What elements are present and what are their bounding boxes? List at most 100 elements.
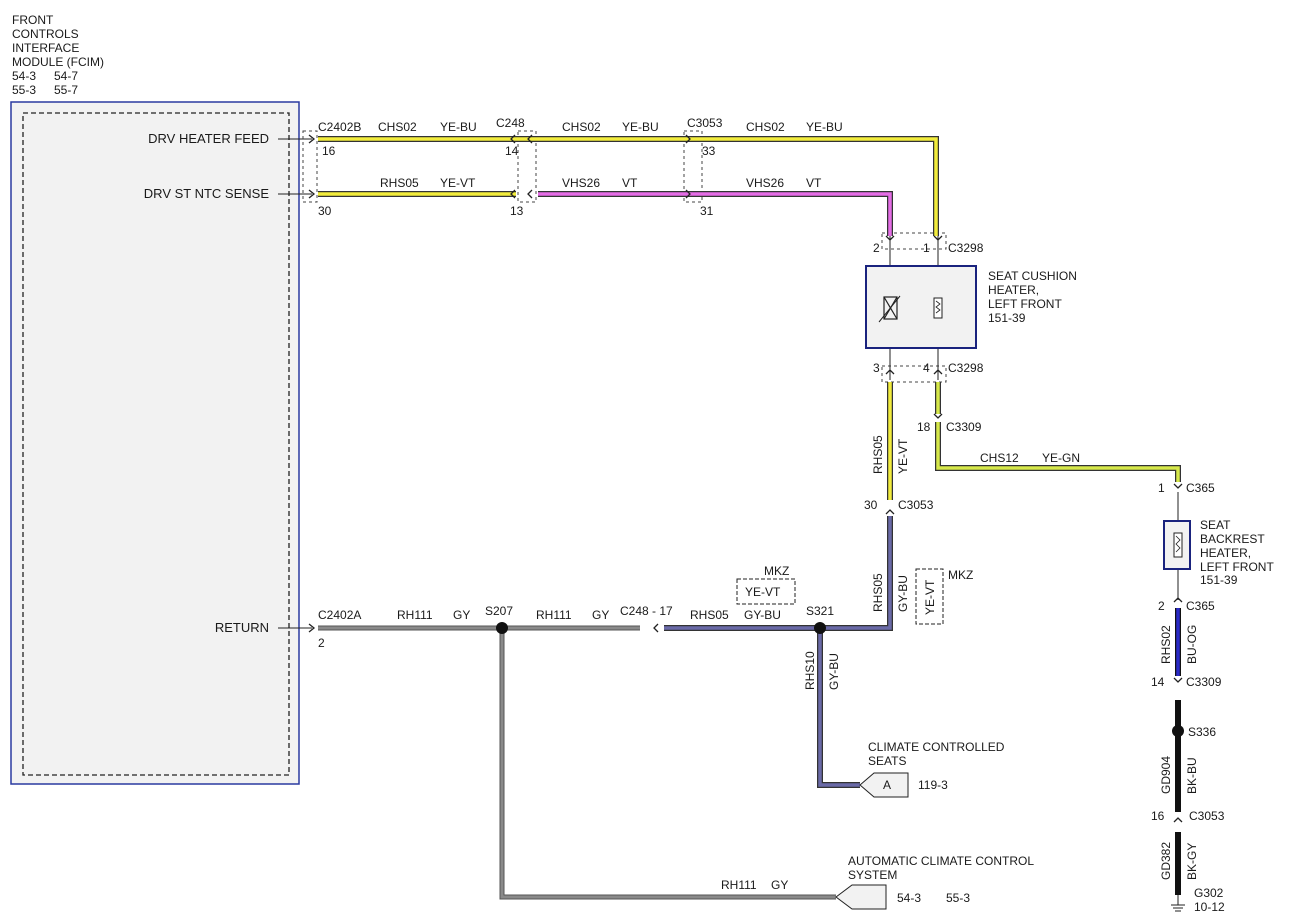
label-backrest-3: HEATER, <box>1200 546 1251 560</box>
fcim-module: FRONT CONTROLS INTERFACE MODULE (FCIM) 5… <box>10 13 300 785</box>
label-yevt-box-a: YE-VT <box>745 585 781 599</box>
label-chs02-c: CHS02 <box>746 120 785 134</box>
mkz-option-boxes <box>736 568 944 625</box>
label-chs12: CHS12 <box>980 451 1019 465</box>
wires <box>318 136 1181 905</box>
label-yebu-a: YE-BU <box>440 120 477 134</box>
label-bkbu: BK-BU <box>1185 757 1199 794</box>
label-rhs05-h: RHS05 <box>690 608 729 622</box>
label-pin18: 18 <box>917 420 931 434</box>
label-pin30: 30 <box>318 204 332 218</box>
label-yebu-c: YE-BU <box>806 120 843 134</box>
seat-backrest-heater <box>1163 520 1191 570</box>
label-rhs05-v2: RHS05 <box>871 573 885 612</box>
label-chs02-b: CHS02 <box>562 120 601 134</box>
module-title-2: CONTROLS <box>12 27 79 41</box>
label-climate-seats-1: CLIMATE CONTROLLED <box>868 740 1005 754</box>
label-yebu-b: YE-BU <box>622 120 659 134</box>
label-acc-1: AUTOMATIC CLIMATE CONTROL <box>848 854 1034 868</box>
label-buog: BU-OG <box>1185 625 1199 664</box>
label-pin2-ret: 2 <box>318 636 325 650</box>
label-g302: G302 <box>1194 886 1224 900</box>
label-gy-b: GY <box>592 608 609 622</box>
label-backrest-2: BACKREST <box>1200 532 1265 546</box>
label-vt-b: VT <box>806 176 822 190</box>
label-rh111-a: RH111 <box>397 608 433 622</box>
label-pin14-c3309: 14 <box>1151 675 1165 689</box>
label-c3298-b: C3298 <box>948 361 984 375</box>
module-ref-55-3: 55-3 <box>12 83 36 97</box>
label-yegn: YE-GN <box>1042 451 1080 465</box>
label-rh111-b: RH111 <box>536 608 572 622</box>
label-backrest-4: LEFT FRONT <box>1200 560 1274 574</box>
wire-vhs26-vt <box>538 191 893 236</box>
seat-cushion-heater <box>865 265 977 349</box>
label-gd904: GD904 <box>1159 756 1173 794</box>
label-gybu-v: GY-BU <box>896 575 910 612</box>
label-mkz-a: MKZ <box>764 564 789 578</box>
label-pin30-c3053: 30 <box>864 498 878 512</box>
connector-boxes <box>302 130 947 383</box>
label-backrest-1: SEAT <box>1200 518 1231 532</box>
module-ref-54-3: 54-3 <box>12 69 36 83</box>
label-rh111-c: RH111 <box>721 878 757 892</box>
label-climate-seats-2: SEATS <box>868 754 906 768</box>
label-rhs05-v: RHS05 <box>871 435 885 474</box>
splice-s321 <box>814 622 826 634</box>
label-seat-cushion-3: LEFT FRONT <box>988 297 1062 311</box>
splices <box>496 622 1184 737</box>
label-gybu-d: GY-BU <box>827 653 841 690</box>
label-rhs02: RHS02 <box>1159 625 1173 664</box>
ground-symbol <box>1171 904 1185 912</box>
label-chs02-a: CHS02 <box>378 120 417 134</box>
label-c248: C248 <box>496 116 525 130</box>
label-pin3: 3 <box>873 361 880 375</box>
label-acc-ref-a: 54-3 <box>897 891 921 905</box>
label-vt-a: VT <box>622 176 638 190</box>
label-c2402a: C2402A <box>318 608 361 622</box>
module-ref-54-7: 54-7 <box>54 69 78 83</box>
label-rhs10: RHS10 <box>803 651 817 690</box>
label-c248-17: C248 - 17 <box>620 604 673 618</box>
label-vhs26-b: VHS26 <box>746 176 784 190</box>
label-c365-b: C365 <box>1186 599 1215 613</box>
acc-pentagon <box>835 884 887 910</box>
label-pin1-c365: 1 <box>1158 481 1165 495</box>
label-vhs26-a: VHS26 <box>562 176 600 190</box>
label-s207: S207 <box>485 604 513 618</box>
label-acc-2: SYSTEM <box>848 868 897 882</box>
label-acc-ref-b: 55-3 <box>946 891 970 905</box>
label-pin1: 1 <box>923 241 930 255</box>
label-pin13: 13 <box>510 204 524 218</box>
splice-s336 <box>1172 725 1184 737</box>
label-climate-seats-ref: 119-3 <box>918 778 948 792</box>
label-backrest-ref: 151-39 <box>1200 573 1238 587</box>
connector-a-pentagon <box>859 772 909 798</box>
label-yevt-a: YE-VT <box>440 176 476 190</box>
pin-label-return: RETURN <box>215 620 269 635</box>
label-pin2-c365: 2 <box>1158 599 1165 613</box>
label-gd382: GD382 <box>1159 842 1173 880</box>
label-yevt-v: YE-VT <box>896 438 910 474</box>
module-ref-55-7: 55-7 <box>54 83 78 97</box>
label-c2402b: C2402B <box>318 120 361 134</box>
splice-s207 <box>496 622 508 634</box>
label-conn-a: A <box>883 778 891 792</box>
label-gybu-h: GY-BU <box>744 608 781 622</box>
wire-rhs10-gy-bu <box>817 628 860 788</box>
label-c3309-a: C3309 <box>946 420 982 434</box>
pin-label-drv-heater-feed: DRV HEATER FEED <box>148 131 269 146</box>
label-gy-a: GY <box>453 608 470 622</box>
label-g302-ref: 10-12 <box>1194 900 1225 914</box>
label-yevt-box-b: YE-VT <box>923 579 937 615</box>
label-s321: S321 <box>806 604 834 618</box>
wire-labels: C2402B 16 CHS02 YE-BU C248 14 CHS02 YE-B… <box>318 116 1274 914</box>
pin-label-drv-st-ntc-sense: DRV ST NTC SENSE <box>144 186 270 201</box>
label-c3309-b: C3309 <box>1186 675 1222 689</box>
label-c3053-top: C3053 <box>687 116 723 130</box>
label-s336: S336 <box>1188 725 1216 739</box>
label-pin16: 16 <box>322 144 336 158</box>
label-pin16-c3053: 16 <box>1151 809 1165 823</box>
label-pin33: 33 <box>702 144 716 158</box>
label-seat-cushion-ref: 151-39 <box>988 311 1026 325</box>
